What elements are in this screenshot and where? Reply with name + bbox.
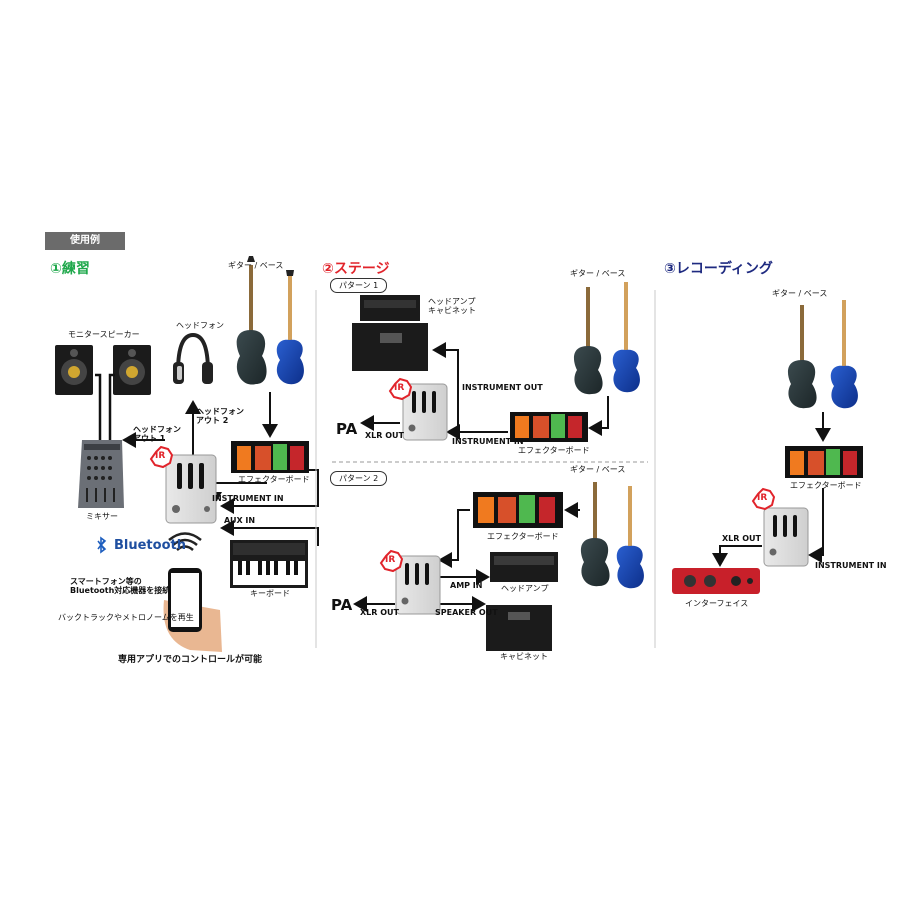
label-head-amp-cabinet: ヘッドアンプ キャビネット — [428, 297, 476, 315]
label-interface: インターフェイス — [685, 599, 749, 608]
effects-board — [473, 492, 563, 528]
monitor-speaker-left — [55, 345, 93, 395]
label-xlr-out: XLR OUT — [722, 534, 761, 543]
bass-guitar — [612, 282, 640, 393]
label-mixer: ミキサー — [86, 512, 118, 521]
bass-guitar — [276, 270, 304, 385]
pattern-2-badge: パターン 2 — [330, 471, 388, 486]
irbox-device-stage1 — [402, 383, 448, 441]
label-instrument-out: INSTRUMENT OUT — [462, 383, 543, 392]
label-headphone: ヘッドフォン — [176, 321, 224, 330]
label-monitor-speaker: モニタースピーカー — [68, 330, 140, 339]
label-pa: PA — [336, 420, 358, 438]
label-aux-in: AUX IN — [224, 516, 256, 525]
label-headphone-out-1: ヘッドフォン アウト 1 — [133, 425, 181, 443]
ir-badge-icon — [379, 549, 404, 573]
irbox-device-practice — [165, 454, 217, 524]
electric-guitar — [580, 482, 610, 587]
label-bluetooth: Bluetooth — [114, 538, 186, 553]
label-keyboard: キーボード — [250, 589, 290, 598]
label-instrument-in: INSTRUMENT IN — [815, 561, 887, 570]
usage-example-badge: 使用例 — [45, 232, 125, 250]
effects-board — [510, 412, 588, 442]
label-cabinet: キャビネット — [500, 652, 548, 661]
bass-guitar — [616, 486, 644, 589]
label-guitar-bass: ギター / ベース — [772, 289, 828, 298]
label-xlr-out: XLR OUT — [360, 608, 399, 617]
effects-board — [785, 446, 863, 478]
ir-badge-icon — [388, 377, 413, 401]
electric-guitar — [236, 256, 267, 385]
label-guitar-bass: ギター / ベース — [570, 269, 626, 278]
label-headphone-out-2: ヘッドフォン アウト 2 — [196, 407, 244, 425]
label-speaker-out: SPEAKER OUT — [435, 608, 498, 617]
label-effects-board: エフェクターボード — [790, 481, 862, 490]
ir-badge-text: IR — [155, 451, 166, 461]
keyboard — [230, 540, 308, 588]
label-effects-board: エフェクターボード — [238, 475, 310, 484]
electric-guitar — [573, 287, 603, 395]
bluetooth-icon — [97, 536, 107, 554]
label-app-control: 専用アプリでのコントロールが可能 — [118, 655, 263, 665]
label-instrument-in: INSTRUMENT IN — [212, 494, 284, 503]
label-guitar-bass: ギター / ベース — [228, 261, 284, 270]
ir-badge-text: IR — [385, 555, 396, 565]
mixer — [78, 440, 124, 508]
label-instrument-in: INSTRUMENT IN — [452, 437, 524, 446]
section-title-stage: ②ステージ — [322, 261, 390, 277]
electric-guitar — [787, 305, 817, 409]
cabinet — [486, 605, 552, 651]
label-effects-board: エフェクターボード — [518, 446, 590, 455]
pattern-1-badge: パターン 1 — [330, 278, 388, 293]
irbox-device-stage2 — [395, 555, 441, 615]
irbox-device-recording — [763, 507, 809, 567]
label-effects-board: エフェクターボード — [487, 532, 559, 541]
label-guitar-bass: ギター / ベース — [570, 465, 626, 474]
smartphone — [163, 568, 222, 652]
ir-badge-text: IR — [394, 383, 405, 393]
wireless-signal-icon — [168, 532, 202, 551]
section-title-recording: ③レコーディング — [664, 261, 773, 277]
ir-badge-icon — [751, 487, 776, 511]
headphone-device — [173, 332, 213, 384]
section-title-practice: ①練習 — [50, 261, 90, 277]
head-amp — [490, 552, 558, 582]
head-amp-cabinet — [352, 295, 428, 371]
label-smartphone: スマートフォン等の Bluetooth対応機器を接続 — [70, 577, 171, 595]
ir-badge-icon — [149, 445, 174, 469]
ir-badge-text: IR — [757, 493, 768, 503]
effects-board — [231, 441, 309, 473]
label-xlr-out: XLR OUT — [365, 431, 404, 440]
label-pa: PA — [331, 596, 353, 614]
label-amp-in: AMP IN — [450, 581, 483, 590]
monitor-speaker-right — [113, 345, 151, 395]
label-backtrack: バックトラックやメトロノームを再生 — [58, 613, 194, 622]
label-head-amp: ヘッドアンプ — [501, 584, 549, 593]
bass-guitar — [830, 300, 858, 409]
audio-interface — [672, 568, 760, 594]
